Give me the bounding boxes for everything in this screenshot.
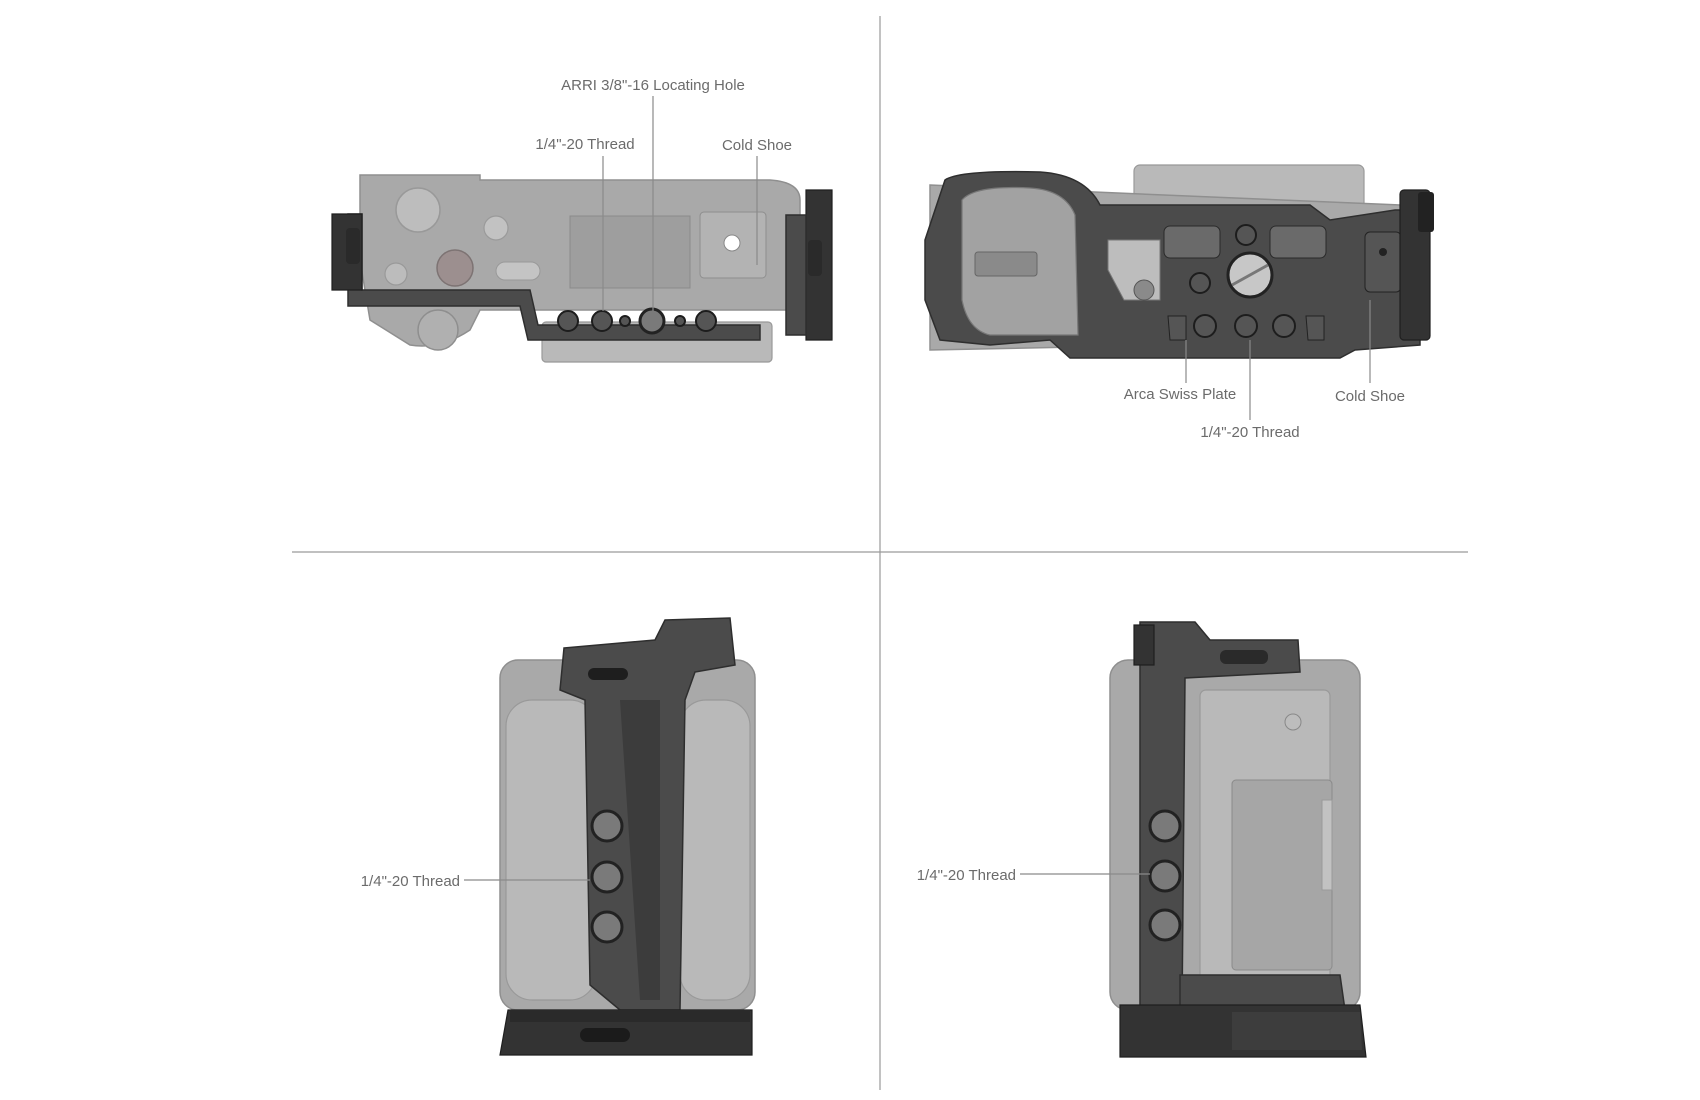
bottom-view-callouts [1185,300,1371,420]
label-arca-swiss-plate: Arca Swiss Plate [1124,386,1237,403]
label-cold-shoe-top: Cold Shoe [722,137,792,154]
right-side-illustration [499,617,756,1056]
label-thread-top: 1/4"-20 Thread [535,136,634,153]
label-arri-locating-hole: ARRI 3/8"-16 Locating Hole [561,77,745,94]
left-side-illustration [1109,621,1367,1058]
top-view-callouts [602,96,758,311]
label-cold-shoe-bottom-view: Cold Shoe [1335,388,1405,405]
label-thread-bottom-view: 1/4"-20 Thread [1200,424,1299,441]
label-thread-right-side: 1/4"-20 Thread [361,873,460,890]
label-thread-left-side: 1/4"-20 Thread [917,867,1016,884]
bottom-view-illustration [924,164,1434,359]
top-view-illustration [331,174,833,363]
